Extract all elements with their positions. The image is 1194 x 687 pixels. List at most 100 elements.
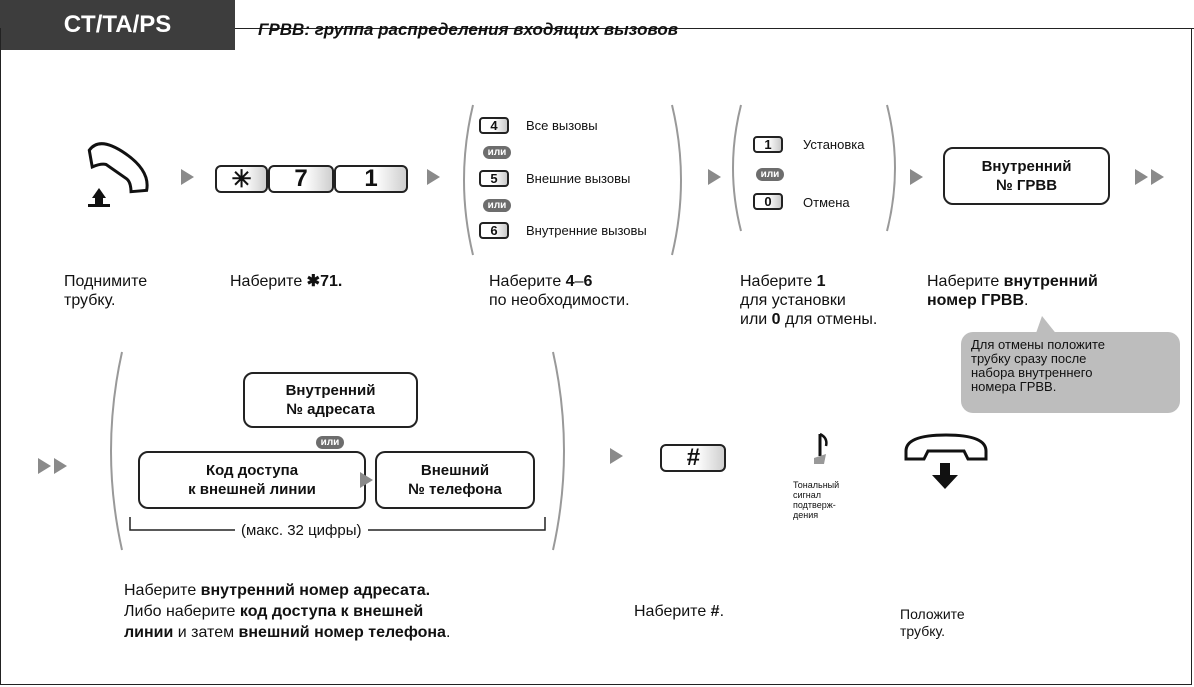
- caption-dial-star71: Наберите ✱71.: [230, 272, 342, 291]
- caption-choose-pre: Наберите: [489, 273, 566, 290]
- external-phone-box: Внешний № телефона: [375, 451, 535, 509]
- caption-hash: Наберите #.: [634, 602, 724, 621]
- caption-setc-b: 1: [816, 273, 826, 290]
- tone-l1: Тональный: [793, 480, 840, 490]
- caption-lift-l2: трубку.: [64, 292, 116, 309]
- bubble-l4: номера ГРВВ.: [971, 379, 1057, 394]
- caption-setc-pre: Наберите: [740, 273, 817, 290]
- caption-setc-l3post: для отмены.: [780, 311, 878, 328]
- handset-lift-icon: [87, 142, 149, 207]
- caption-setc-l3pre: или: [740, 311, 772, 328]
- tone-l2: сигнал: [793, 490, 822, 500]
- dest-cap-l3b2: внешний номер телефона: [238, 624, 446, 641]
- caption-lift-l1: Поднимите: [64, 273, 148, 290]
- dest-cap-l1pre: Наберите: [124, 582, 201, 599]
- header-tab: CT/TA/PS: [0, 0, 235, 50]
- icd-box-line2: № ГРВВ: [995, 177, 1058, 194]
- step-arrow-3: [708, 169, 721, 185]
- dest-cap-l2b: код доступа к внешней: [239, 603, 424, 620]
- icd-box-line1: Внутренний: [981, 158, 1072, 175]
- or-badge-3: или: [756, 168, 784, 181]
- max-digits-label: (макс. 32 цифры): [235, 521, 368, 540]
- set-key-1: 1: [753, 136, 783, 153]
- line-access-code-box: Код доступа к внешней линии: [138, 451, 366, 509]
- caption-choose-b2: 6: [583, 273, 593, 290]
- handset-hangup-icon: [904, 433, 988, 489]
- step-arrow-1: [181, 169, 194, 185]
- dest-box-l1: Внутренний: [285, 382, 376, 399]
- or-badge-2: или: [483, 199, 511, 212]
- cancel-key-0: 0: [753, 193, 783, 210]
- caption-setc-l2: для установки: [740, 292, 846, 309]
- caption-ext-l2post: .: [1024, 292, 1029, 309]
- phone-box-l1: Внешний: [420, 462, 490, 479]
- hash-cap-post: .: [719, 603, 725, 620]
- access-box-l1: Код доступа: [205, 462, 299, 479]
- caption-set-cancel: Наберите 1 для установки или 0 для отмен…: [740, 272, 877, 329]
- tone-l4: дения: [793, 510, 819, 520]
- dest-cap-l3mid: и затем: [173, 624, 239, 641]
- caption-destination: Наберите внутренний номер адресата. Либо…: [124, 580, 450, 643]
- or-badge-4: или: [316, 436, 344, 449]
- dest-box-l2: № адресата: [286, 401, 375, 418]
- caption-icd-ext: Наберите внутренний номер ГРВВ.: [927, 272, 1098, 310]
- caption-ext-l2b: номер ГРВВ: [927, 292, 1025, 309]
- step-arrow-4: [910, 169, 923, 185]
- tone-l3: подтверж-: [793, 500, 836, 510]
- bubble-l2: трубку сразу после: [971, 351, 1087, 366]
- page-title: ГРВВ: группа распределения входящих вызо…: [258, 20, 678, 39]
- tone-caption: Тональный сигнал подтверж- дения: [793, 480, 839, 520]
- caption-choose-dash: –: [574, 273, 584, 290]
- hash-key: #: [660, 444, 726, 472]
- step-arrow-6: [610, 448, 623, 464]
- caption-dial-pre: Наберите: [230, 273, 307, 290]
- key-7: 7: [268, 165, 334, 193]
- caption-ext-b: внутренний: [1003, 273, 1098, 290]
- set-label: Установка: [803, 137, 865, 152]
- set-cancel-bracket: [732, 104, 896, 232]
- caption-lift: Поднимите трубку.: [64, 272, 147, 310]
- phone-box-l2: № телефона: [408, 481, 502, 498]
- star-key: ✳: [215, 165, 268, 193]
- dest-cap-l3b: линии: [124, 624, 174, 641]
- icd-group-ext-box: Внутренний № ГРВВ: [943, 147, 1110, 205]
- bubble-l1: Для отмены положите: [971, 337, 1106, 352]
- key-1: 1: [334, 165, 408, 193]
- continue-arrow-a: [1135, 169, 1148, 185]
- caption-choose-b1: 4: [565, 273, 575, 290]
- continue-arrow-d: [54, 458, 67, 474]
- hash-cap-b: #: [710, 603, 720, 620]
- option-key-4: 4: [479, 117, 509, 134]
- dest-cap-l3post: .: [445, 624, 451, 641]
- continue-arrow-c: [38, 458, 51, 474]
- bubble-l3: набора внутреннего: [971, 365, 1093, 380]
- caption-ext-pre: Наберите: [927, 273, 1004, 290]
- step-arrow-2: [427, 169, 440, 185]
- hangup-cap-l1: Положите: [900, 606, 965, 622]
- caption-setc-l3b: 0: [771, 311, 781, 328]
- option-key-5: 5: [479, 170, 509, 187]
- cancel-label: Отмена: [803, 195, 850, 210]
- caption-choose-l2: по необходимости.: [489, 292, 630, 309]
- option-label-5: Внешние вызовы: [526, 171, 631, 186]
- step-arrow-5: [360, 472, 373, 488]
- header: CT/TA/PS ГРВВ: группа распределения вход…: [0, 0, 1194, 50]
- hangup-cap-l2: трубку.: [900, 623, 945, 639]
- options-bracket: [463, 104, 682, 256]
- header-divider: [235, 28, 1194, 29]
- caption-dial-num: 71.: [320, 273, 343, 290]
- destination-ext-box: Внутренний № адресата: [243, 372, 418, 428]
- hash-cap-pre: Наберите: [634, 603, 711, 620]
- or-badge-1: или: [483, 146, 511, 159]
- dest-cap-l1b: внутренний номер адресата.: [200, 582, 431, 599]
- music-note-icon: [814, 432, 828, 464]
- continue-arrow-b: [1151, 169, 1164, 185]
- star-glyph-icon: ✱: [306, 273, 321, 290]
- page-frame: [0, 28, 1192, 685]
- dest-cap-l2pre: Либо наберите: [124, 603, 240, 620]
- access-box-l2: к внешней линии: [188, 481, 316, 498]
- bubble-tail: [1035, 316, 1058, 336]
- asterisk-icon: ✳: [231, 165, 252, 193]
- caption-hangup: Положите трубку.: [900, 606, 965, 640]
- option-label-6: Внутренние вызовы: [526, 223, 647, 238]
